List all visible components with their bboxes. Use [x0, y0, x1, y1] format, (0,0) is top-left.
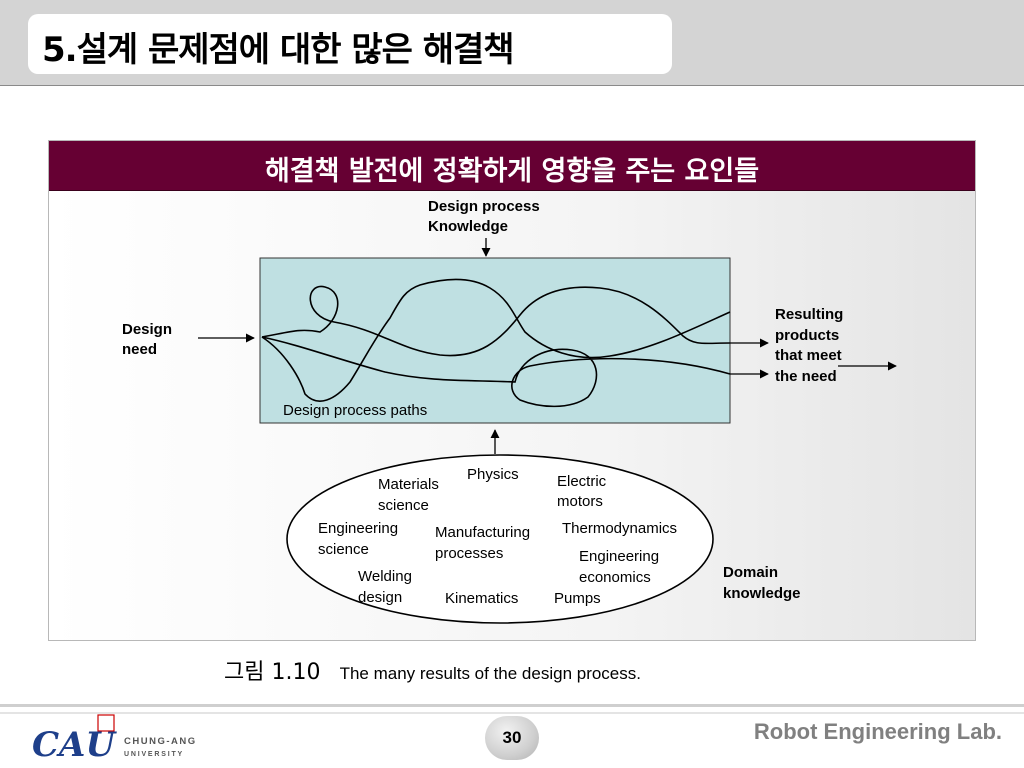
domain-knowledge-label: Domain knowledge — [723, 564, 801, 602]
panel-header: 해결책 발전에 정확하게 영향을 주는 요인들 — [49, 141, 975, 191]
logo-red-square — [97, 714, 115, 732]
physics-label: Physics — [467, 466, 519, 483]
materials-science-label: Materials science — [378, 476, 443, 514]
design-need-label: Design need — [122, 321, 176, 358]
domain-knowledge-ellipse — [286, 454, 714, 624]
design-process-knowledge-label: Design process Knowledge — [428, 198, 544, 235]
slide-title: 5.설계 문제점에 대한 많은 해결책 — [42, 30, 515, 70]
title-box: 5.설계 문제점에 대한 많은 해결책 — [28, 14, 672, 74]
caption-number: 그림 1.10 — [224, 660, 321, 685]
footer-divider — [0, 704, 1024, 707]
engineering-economics-label: Engineering economics — [579, 548, 663, 586]
page-number: 30 — [485, 716, 539, 760]
pumps-label: Pumps — [554, 590, 601, 607]
panel-header-title: 해결책 발전에 정확하게 영향을 주는 요인들 — [264, 156, 760, 187]
design-paths — [261, 278, 731, 408]
design-path — [261, 336, 731, 408]
welding-design-label: Welding design — [358, 568, 416, 606]
electric-motors-label: Electric motors — [557, 473, 610, 510]
kinematics-label: Kinematics — [445, 590, 518, 607]
engineering-science-label: Engineering science — [318, 520, 402, 558]
footer-divider — [0, 712, 1024, 714]
title-band: 5.설계 문제점에 대한 많은 해결책 — [0, 0, 1024, 86]
logo-line1: CHUNG-ANG — [124, 736, 197, 747]
university-logo: CAU CHUNG-ANG UNIVERSITY — [32, 714, 197, 764]
resulting-products-label: Resulting products that meet the need — [775, 306, 848, 385]
caption-text: The many results of the design process. — [339, 664, 641, 683]
figure-caption: 그림 1.10 The many results of the design p… — [224, 654, 641, 686]
design-process-paths-label: Design process paths — [283, 402, 427, 419]
lab-name: Robot Engineering Lab. — [753, 719, 1002, 744]
thermodynamics-label: Thermodynamics — [562, 520, 677, 537]
design-path — [261, 285, 731, 357]
manufacturing-processes-label: Manufacturing processes — [435, 524, 534, 562]
design-path — [261, 278, 731, 402]
logo-wordmark: CAU — [32, 725, 117, 764]
logo-line2: UNIVERSITY — [124, 751, 184, 758]
